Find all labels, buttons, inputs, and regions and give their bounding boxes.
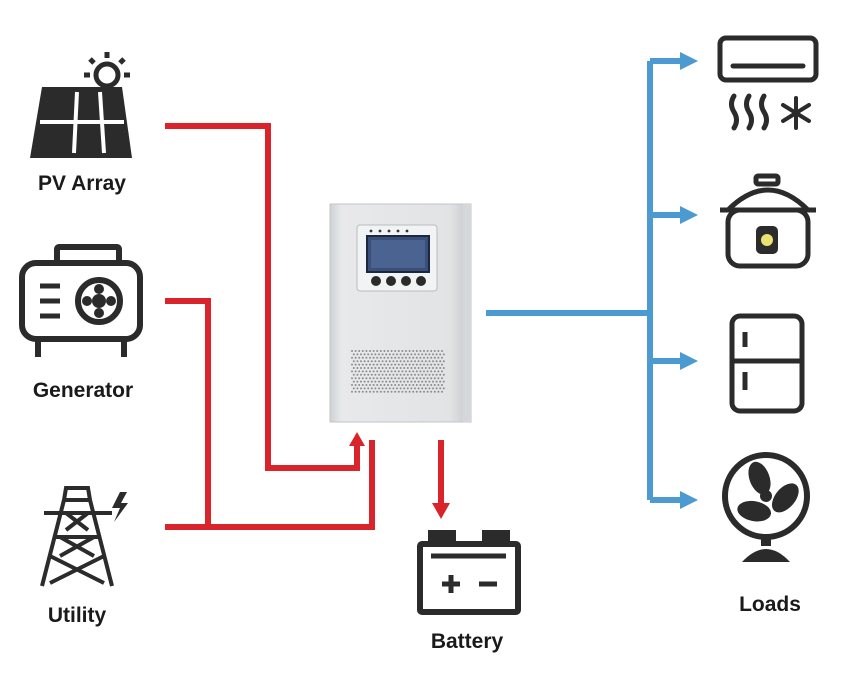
indicator-leds xyxy=(369,229,409,233)
rice-cooker-icon xyxy=(720,173,816,269)
utility-tower-icon xyxy=(40,486,128,587)
battery-arrowhead xyxy=(432,503,450,519)
fan-icon xyxy=(722,452,810,562)
utility-label: Utility xyxy=(47,604,107,627)
pv-arrowhead xyxy=(349,432,365,446)
sun-icon xyxy=(84,52,130,89)
inverter-unit xyxy=(329,203,472,423)
loads-label: Loads xyxy=(739,593,801,616)
lightning-icon xyxy=(112,492,128,522)
generator-line xyxy=(165,298,211,527)
generator-icon xyxy=(19,244,143,357)
air-conditioner-icon xyxy=(717,35,819,131)
panel-buttons xyxy=(371,276,426,286)
pv-array-label: PV Array xyxy=(38,172,126,195)
battery-label: Battery xyxy=(430,630,504,653)
utility-line xyxy=(165,440,375,530)
vent-grille xyxy=(351,350,445,393)
output-lines xyxy=(486,58,682,503)
input-lines xyxy=(165,123,444,530)
output-arrowheads xyxy=(680,52,698,509)
pv-array-icon xyxy=(30,52,132,158)
refrigerator-icon xyxy=(729,313,805,414)
pv-line xyxy=(165,123,360,471)
generator-label: Generator xyxy=(32,379,134,402)
battery-icon xyxy=(417,530,521,615)
